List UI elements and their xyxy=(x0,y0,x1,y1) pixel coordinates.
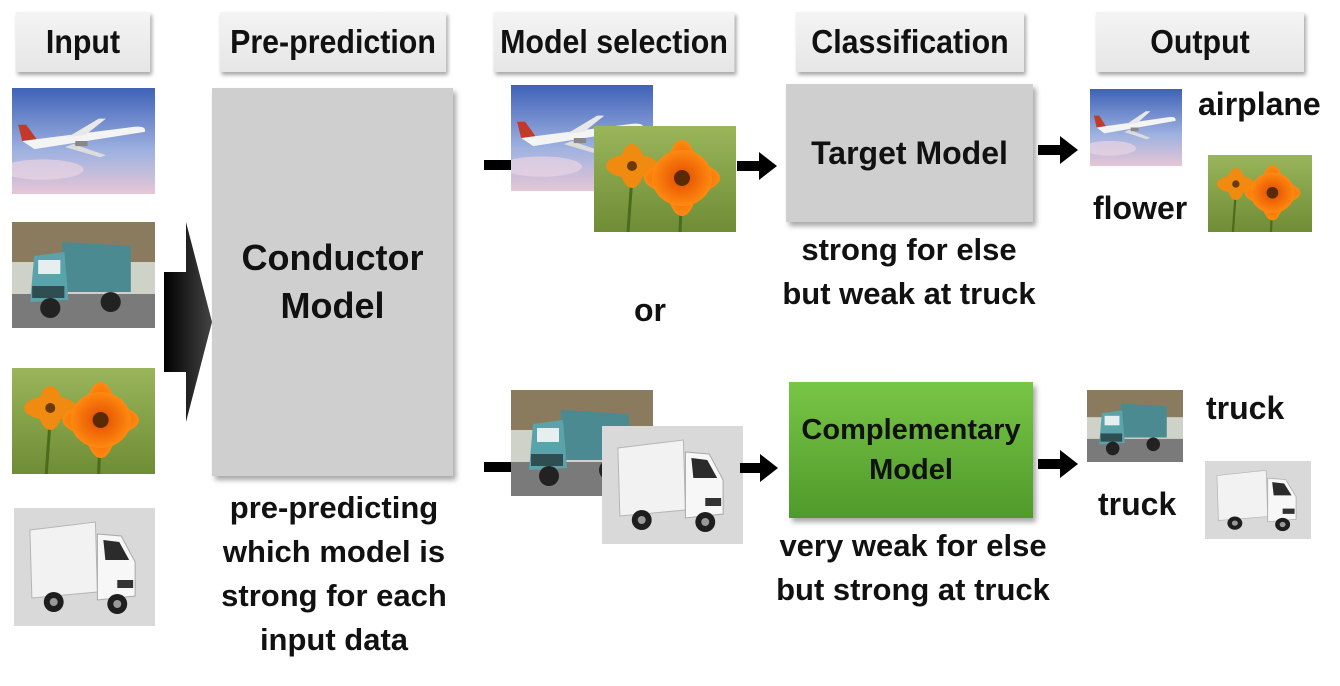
output-dumptruck-label: truck xyxy=(1206,390,1285,426)
conductor-caption-line: strong for each xyxy=(221,578,447,613)
selection-bottom-line xyxy=(484,462,512,472)
arrow-to-complementary-icon xyxy=(740,454,778,482)
conductor-caption-line: which model is xyxy=(222,534,446,569)
arrow-to-output-bottom-icon xyxy=(1038,450,1078,478)
conductor-caption-line: pre-predicting xyxy=(229,490,439,525)
input-arrow-icon xyxy=(164,222,212,422)
output-flower-image xyxy=(1208,155,1312,232)
conductor-model-line1: Conductor xyxy=(241,237,424,278)
input-boxtruck-image xyxy=(14,508,155,626)
complementary-model-line1: Complementary xyxy=(801,414,1021,446)
conductor-caption-line: input data xyxy=(259,622,409,657)
complementary-model-line2: Model xyxy=(869,454,953,486)
output-boxtruck-image xyxy=(1205,461,1311,539)
input-flower-image xyxy=(12,368,155,474)
output-airplane-image xyxy=(1090,89,1182,166)
conductor-model-line2: Model xyxy=(280,285,385,326)
complementary-caption: very weak for else but strong at truck xyxy=(762,524,1064,612)
target-model-box: Target Model xyxy=(786,84,1033,222)
input-airplane-image xyxy=(12,88,155,194)
conductor-model-box: Conductor Model xyxy=(212,88,453,476)
target-caption-line: strong for else xyxy=(801,232,1017,267)
output-boxtruck-label: truck xyxy=(1098,486,1177,522)
target-caption-line: but weak at truck xyxy=(782,276,1036,311)
arrow-to-output-top-icon xyxy=(1038,136,1078,164)
target-model-label: Target Model xyxy=(811,134,1008,171)
output-flower-label: flower xyxy=(1093,190,1188,226)
complementary-model-box: Complementary Model xyxy=(789,382,1033,518)
arrow-to-target-icon xyxy=(737,152,777,180)
target-caption: strong for else but weak at truck xyxy=(770,228,1048,316)
header-classification: Classification xyxy=(795,12,1025,72)
or-label: or xyxy=(634,292,666,328)
header-output: Output xyxy=(1096,12,1304,72)
input-dumptruck-image xyxy=(12,222,155,328)
output-airplane-label: airplane xyxy=(1198,86,1321,122)
complementary-caption-line: very weak for else xyxy=(779,528,1047,563)
output-dumptruck-image xyxy=(1087,390,1183,462)
selection-boxtruck-image xyxy=(602,426,743,544)
complementary-caption-line: but strong at truck xyxy=(776,572,1050,607)
conductor-caption: pre-predicting which model is strong for… xyxy=(196,486,472,662)
selection-top-line xyxy=(484,160,512,170)
header-input: Input xyxy=(15,12,151,72)
header-model-selection: Model selection xyxy=(493,12,735,72)
selection-flower-image xyxy=(594,126,736,232)
header-pre-prediction: Pre-prediction xyxy=(219,12,447,72)
